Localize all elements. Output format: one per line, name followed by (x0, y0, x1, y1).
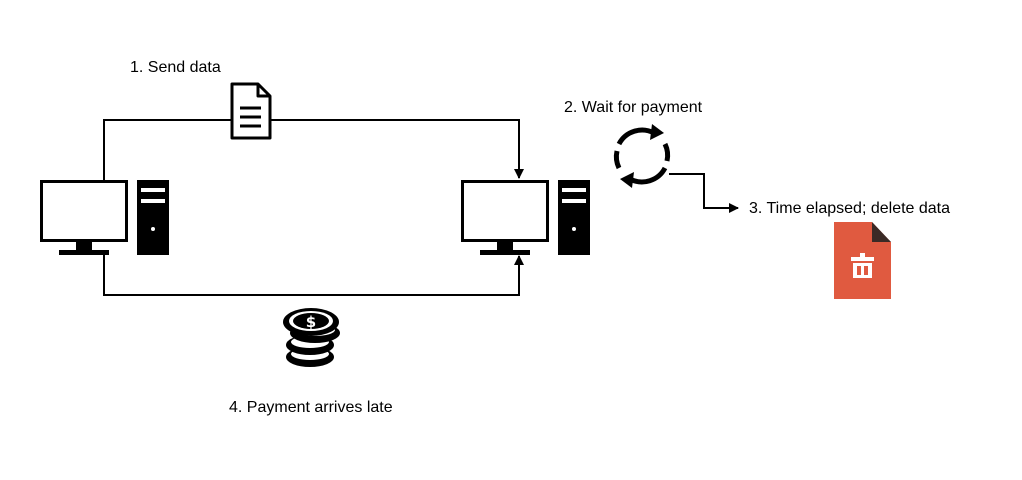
payment-connector (103, 254, 524, 296)
desktop-computer-icon (461, 180, 590, 255)
desktop-computer-icon (40, 180, 169, 255)
send-data-connector (103, 119, 524, 181)
delete-file-icon (834, 222, 891, 299)
document-icon (230, 82, 272, 140)
svg-text:$: $ (306, 313, 316, 331)
wait-for-payment-label: 2. Wait for payment (564, 99, 703, 116)
coin-stack-icon: $ (283, 308, 340, 367)
send-data-label: 1. Send data (130, 59, 221, 76)
payment-late-label: 4. Payment arrives late (229, 399, 393, 416)
timeout-connector (669, 173, 739, 213)
time-elapsed-label: 3. Time elapsed; delete data (749, 200, 951, 217)
refresh-cycle-icon (613, 124, 671, 188)
